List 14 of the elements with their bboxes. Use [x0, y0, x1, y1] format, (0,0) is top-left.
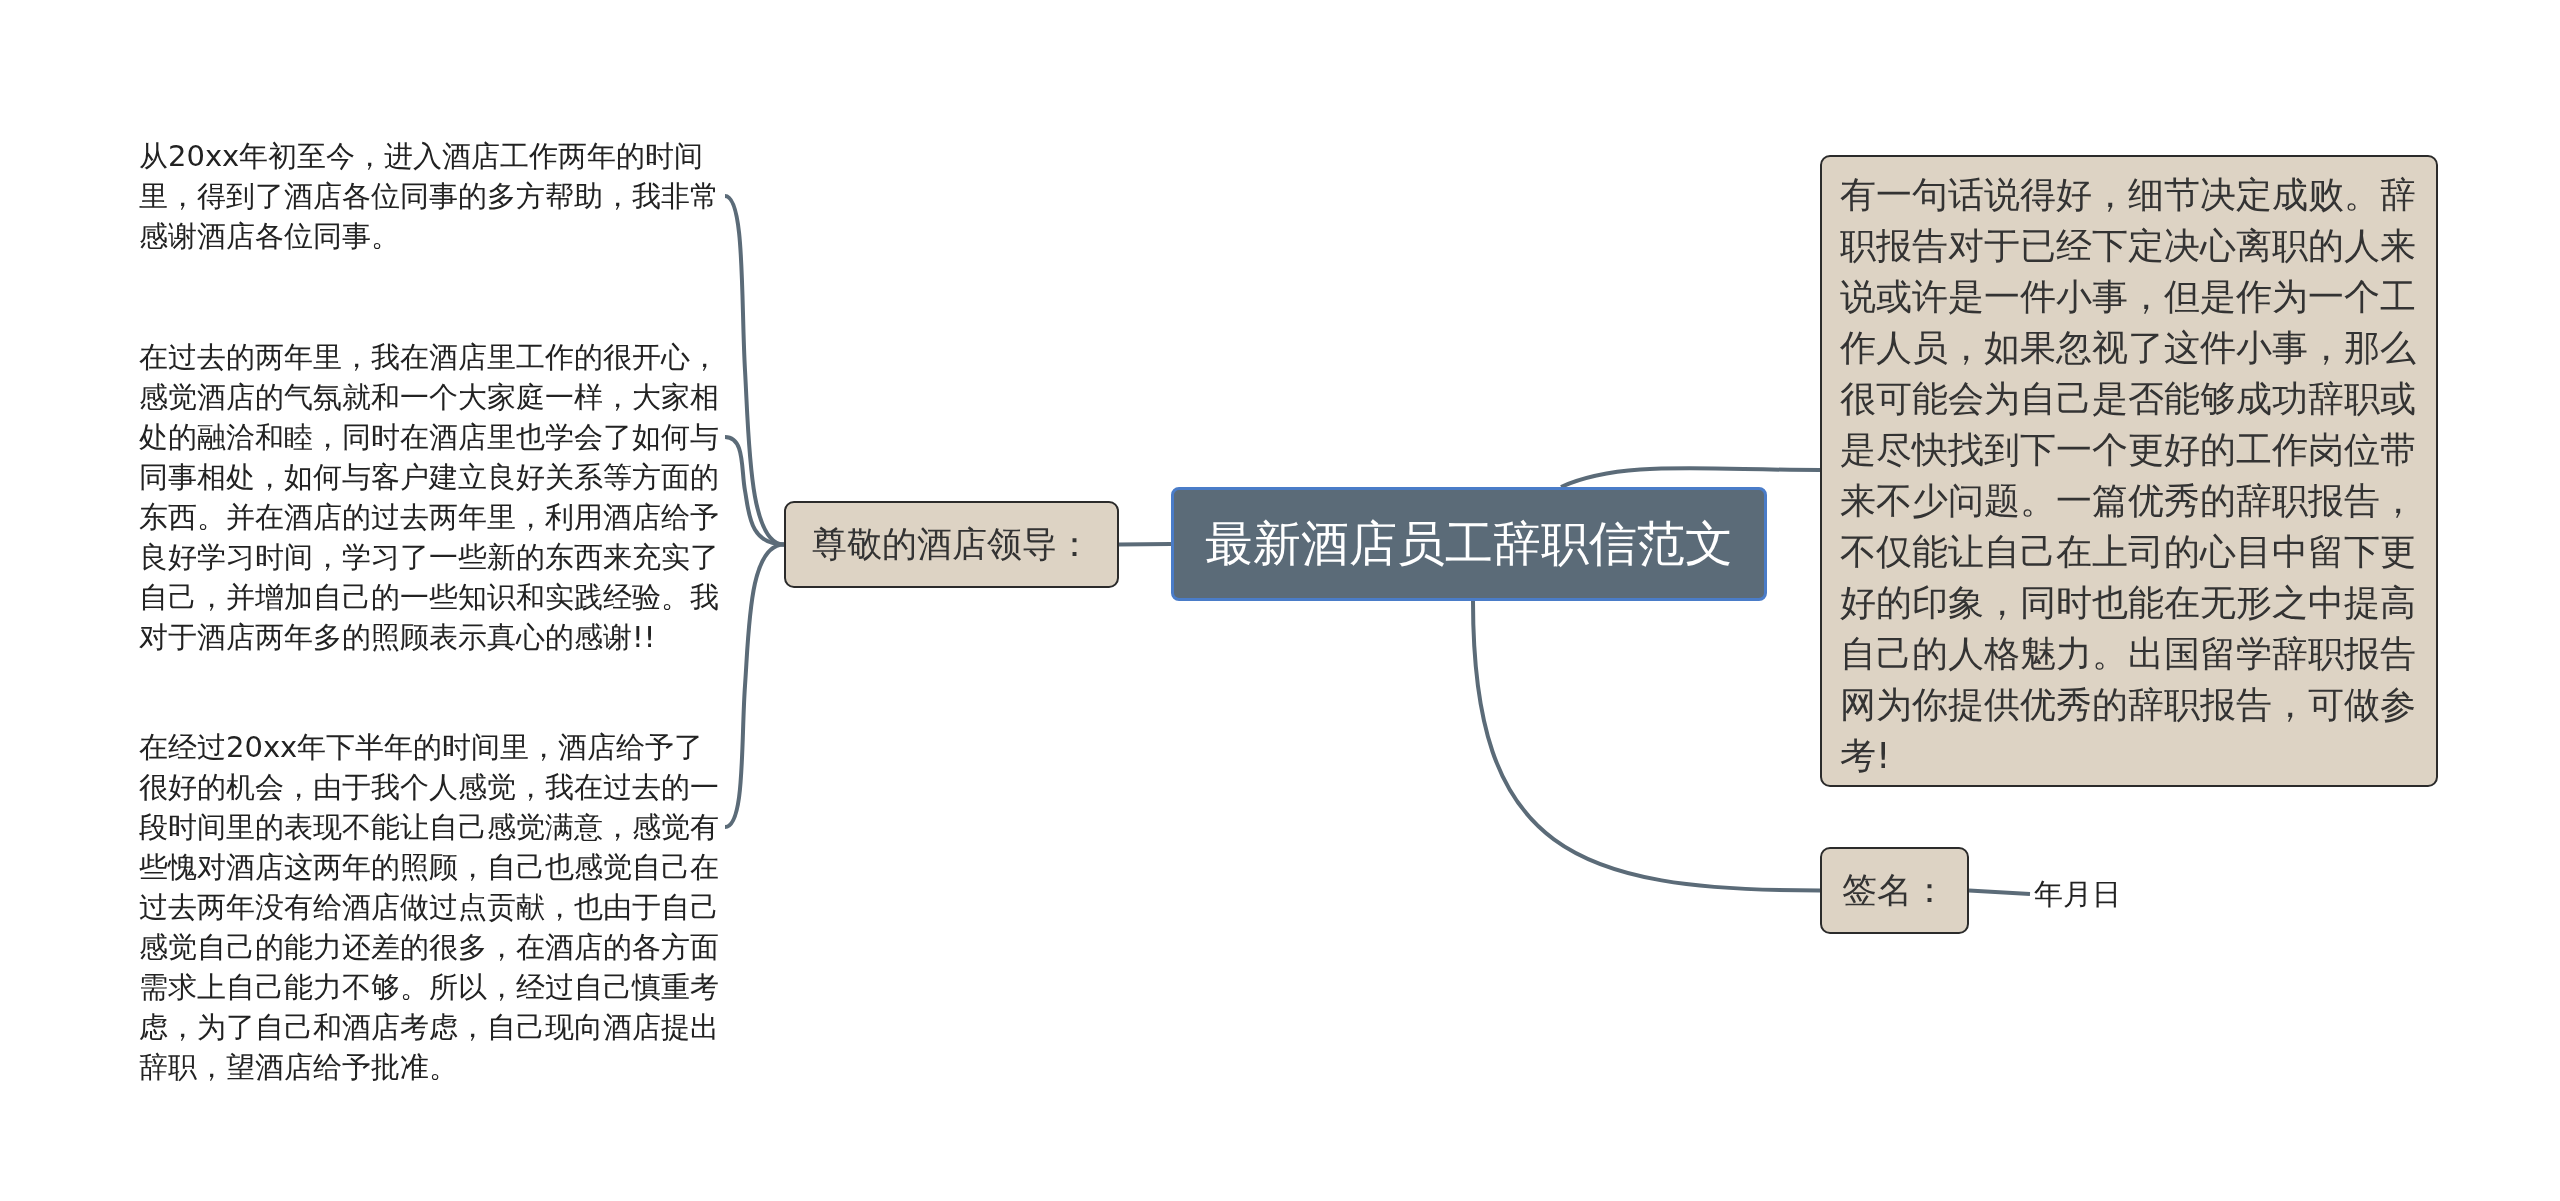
topic-box: 签名： — [1820, 847, 1969, 934]
connector-line — [724, 542, 785, 829]
date-text: 年月日 — [2034, 874, 2121, 914]
paragraph-text: 在经过20xx年下半年的时间里，酒店给予了很好的机会，由于我个人感觉，我在过去的一段时间里的表现不能让自己感觉满意，感觉有些愧对酒店这两年的照顾，自己也感觉自己在过去两年没有给酒店做过点贡献，也由于自己感觉自己的能力还差的很多，在酒店的各方面需求上自己能力不够。所以，经过自己慎重考虑，为了自己和酒店考虑，自己现向酒店提出辞职，望酒店给予批准。 — [139, 727, 723, 1087]
connector-line — [724, 435, 785, 547]
connector-line — [1471, 600, 1821, 893]
paragraph-text: 在过去的两年里，我在酒店里工作的很开心，感觉酒店的气氛就和一个大家庭一样，大家相处的融洽和睦，同时在酒店里也学会了如何与同事相处，如何与客户建立良好关系等方面的东西。并在酒店的过去两年里，利用酒店给予良好学习时间，学习了一些新的东西来充实了自己，并增加自己的一些知识和实践经验。我对于酒店两年多的照顾表示真心的感谢!! — [139, 337, 723, 657]
connector-line — [1968, 888, 2031, 896]
connector-line — [1560, 466, 1820, 489]
central-topic-box: 最新酒店员工辞职信范文 — [1171, 487, 1767, 601]
note-box: 有一句话说得好，细节决定成败。辞职报告对于已经下定决心离职的人来说或许是一件小事，但是作为一个工作人员，如果忽视了这件小事，那么很可能会为自己是否能够成功辞职或是尽快找到下一个更好的工作岗位带来不少问题。一篇优秀的辞职报告，不仅能让自己在上司的心目中留下更好的印象，同时也能在无形之中提高自己的人格魅力。出国留学辞职报告网为你提供优秀的辞职报告，可做参考! — [1820, 155, 2438, 787]
topic-box: 尊敬的酒店领导： — [784, 501, 1119, 588]
connector-line — [1118, 542, 1172, 547]
paragraph-text: 从20xx年初至今，进入酒店工作两年的时间里，得到了酒店各位同事的多方帮助，我非常感谢酒店各位同事。 — [139, 136, 723, 256]
